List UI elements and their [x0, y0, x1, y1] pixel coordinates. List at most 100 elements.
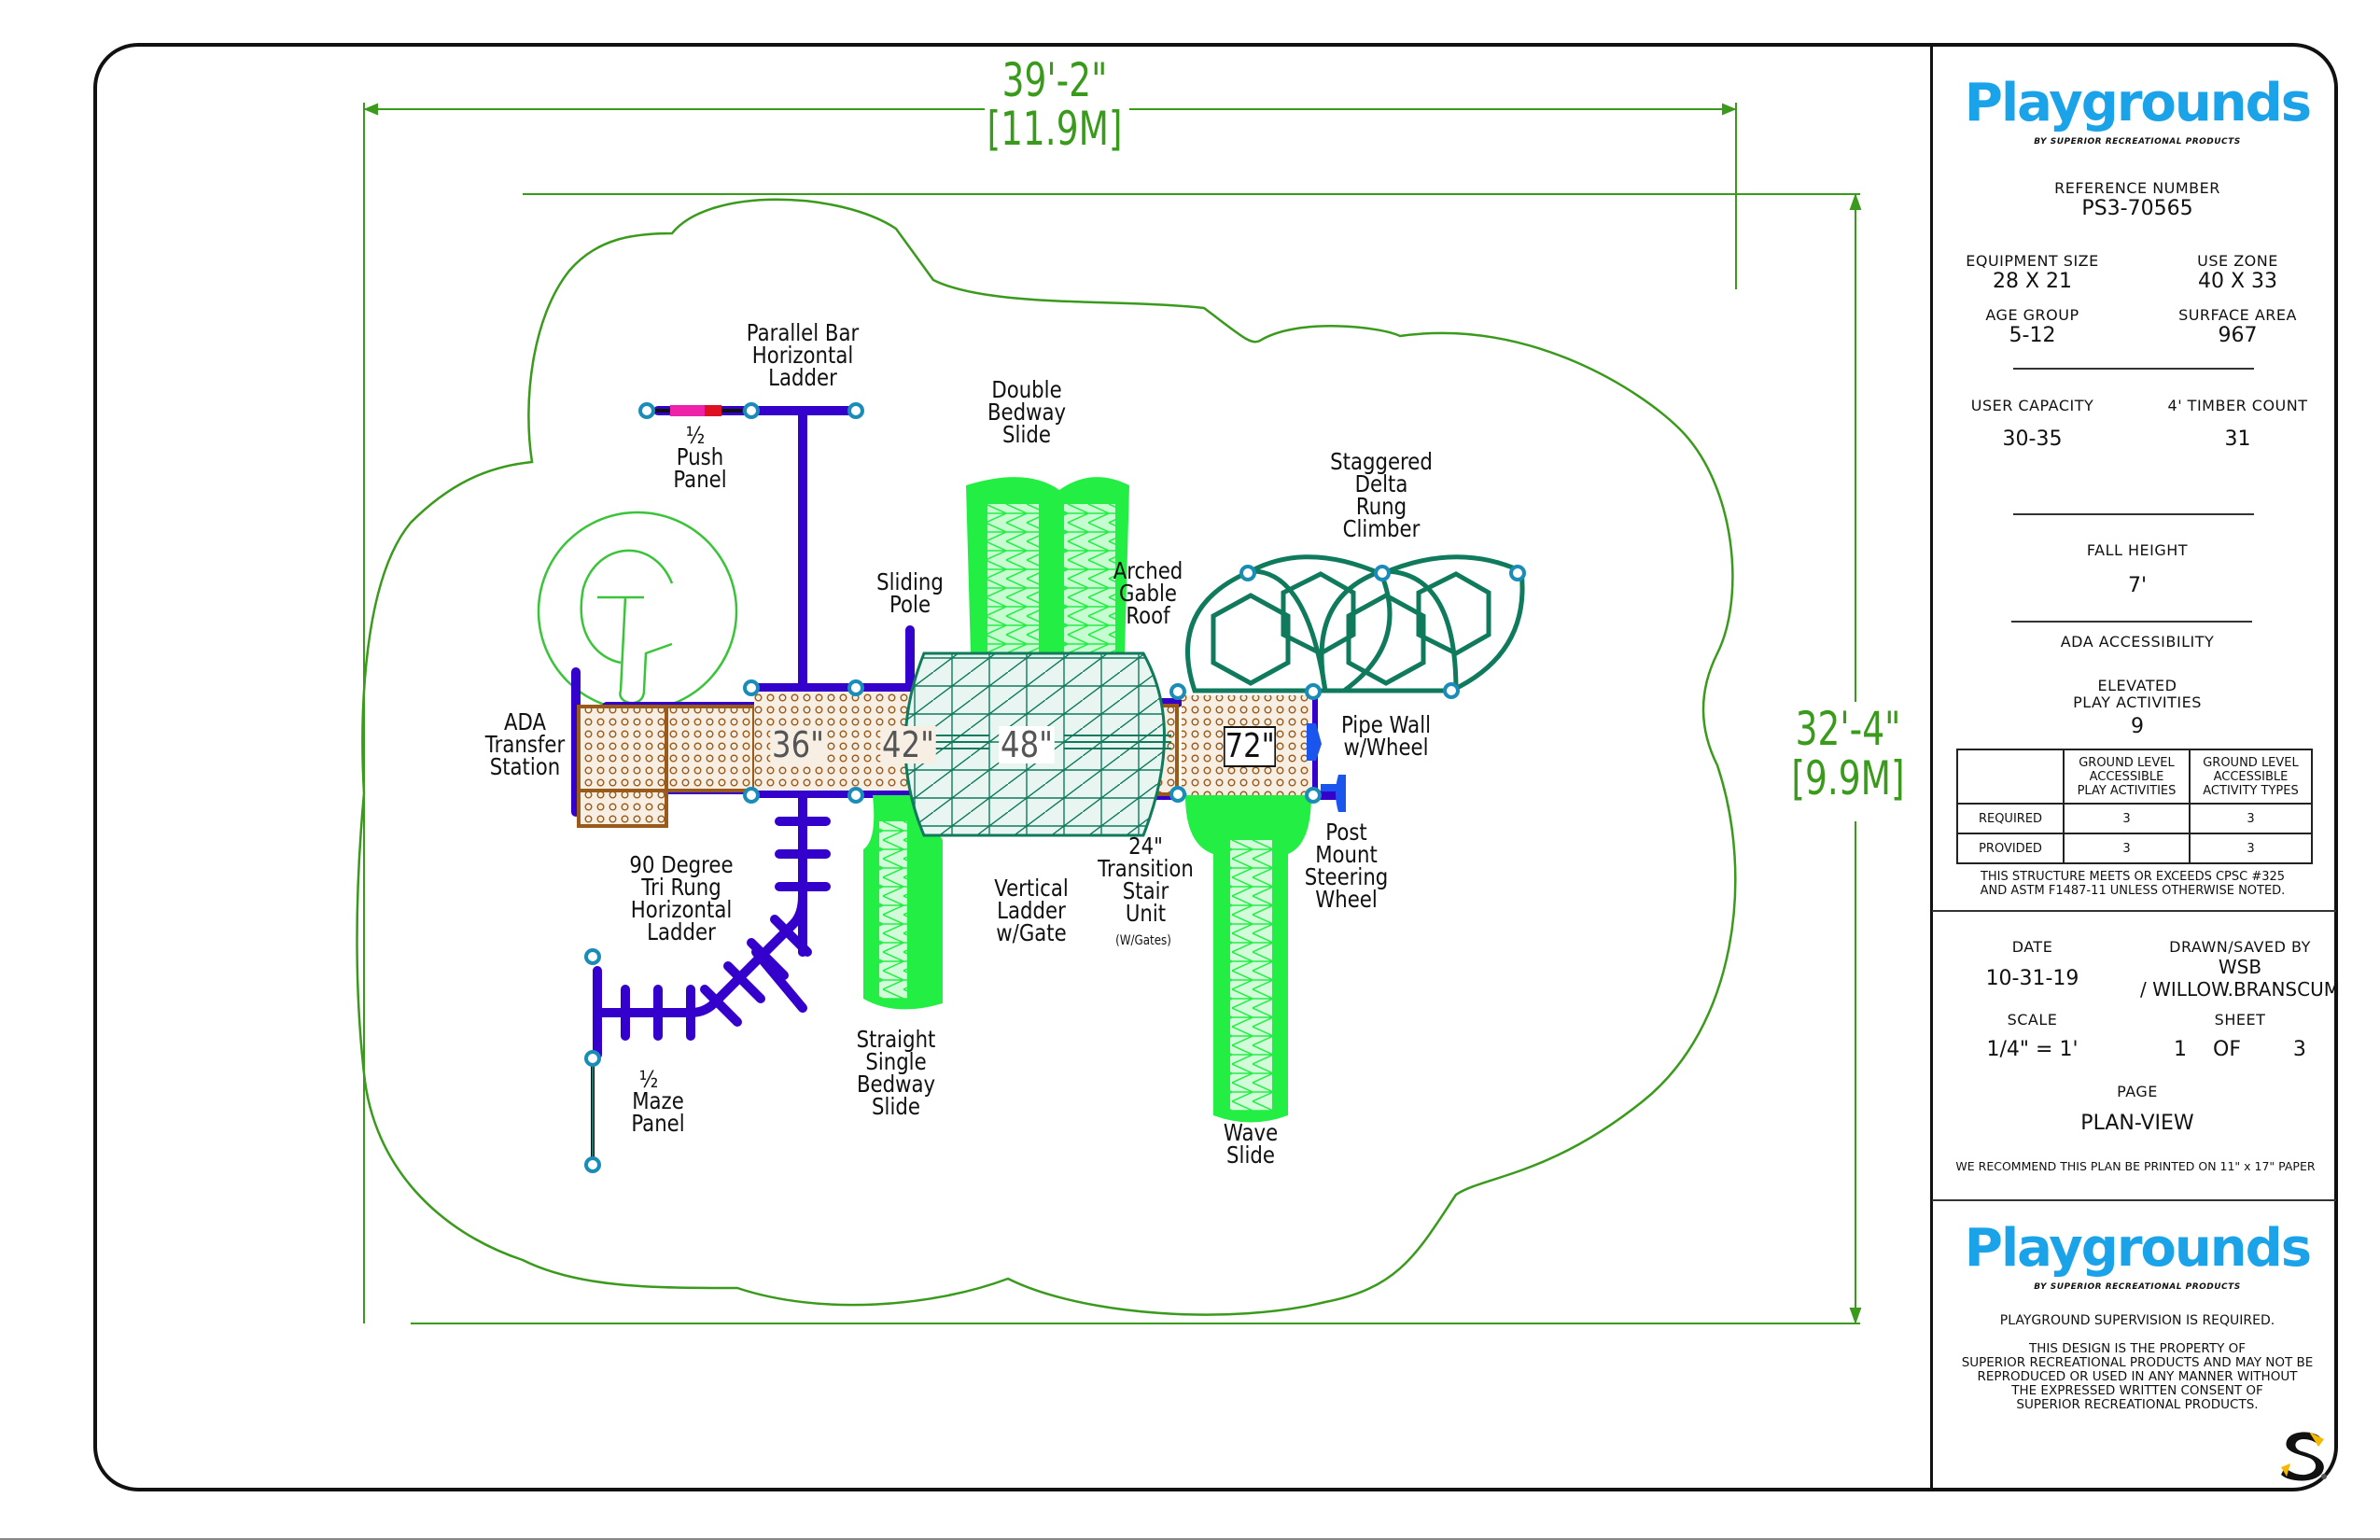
page: PAGE PLAN-VIEW [2016, 1083, 2259, 1135]
divider [2011, 621, 2252, 623]
label-vertical-ladder: Vertical Ladder w/Gate [994, 875, 1069, 946]
scale-label: SCALE [2007, 1011, 2058, 1029]
table-row: REQUIRED 3 3 [1956, 803, 2314, 834]
compliance-note: THIS STRUCTURE MEETS OR EXCEEDS CPSC #32… [1980, 870, 2286, 898]
divider [2013, 513, 2254, 515]
table-header-play-activities: GROUND LEVEL ACCESSIBLE PLAY ACTIVITIES [2063, 749, 2191, 805]
use-zone-boundary [356, 198, 1737, 1316]
staggered-delta-rung-climber [1185, 554, 1525, 693]
reference-label: REFERENCE NUMBER [2054, 179, 2220, 197]
print-note: WE RECOMMEND THIS PLAN BE PRINTED ON 11"… [1955, 1159, 2316, 1173]
label-wave-slide: Wave Slide [1223, 1119, 1279, 1169]
table-row: PROVIDED 3 3 [1956, 833, 2314, 864]
table-cell: 3 [2063, 803, 2191, 834]
label-push-panel: Push Panel [673, 443, 727, 493]
page-value: PLAN-VIEW [2080, 1112, 2194, 1135]
label-sliding-pole: Sliding Pole [876, 568, 944, 618]
divider [1932, 910, 2336, 912]
height-dimension [411, 193, 1862, 1324]
scale-value: 1/4" = 1' [1986, 1038, 2079, 1061]
brand-subtitle-bottom: BY SUPERIOR RECREATIONAL PRODUCTS [2034, 1282, 2241, 1292]
width-dimension-imperial: 39'-2" [1001, 53, 1108, 107]
table-cell: 3 [2188, 833, 2314, 864]
divider [1932, 1199, 2336, 1201]
date-label: DATE [2011, 938, 2053, 956]
table-header-blank [1956, 749, 2065, 805]
title-block-divider [1930, 45, 1933, 1490]
label-double-bedway-slide: Double Bedway Slide [987, 376, 1067, 448]
label-delta-rung-climber: Staggered Delta Rung Climber [1330, 448, 1433, 542]
brand-logo-top: Playgrounds [1964, 73, 2312, 133]
table-cell: PROVIDED [1956, 833, 2065, 864]
timber-count-value: 31 [2224, 427, 2251, 451]
scale: SCALE 1/4" = 1' [1951, 1011, 2114, 1061]
ada-logo-icon [537, 511, 738, 712]
use-zone-label: USE ZONE [2197, 252, 2278, 270]
surface-area-value: 967 [2218, 324, 2258, 347]
push-panel [649, 405, 742, 416]
label-ada-transfer-station: ADA Transfer Station [484, 708, 566, 780]
sheet: SHEET 1 OF 3 [2147, 1011, 2333, 1061]
elevated-label: ELEVATED PLAY ACTIVITIES [2073, 677, 2202, 711]
use-zone: USE ZONE 40 X 33 [2156, 252, 2319, 293]
table-cell: REQUIRED [1956, 803, 2065, 834]
ada-accessibility-label: ADA ACCESSIBILITY [2016, 633, 2259, 651]
age-group: AGE GROUP 5-12 [1951, 306, 2114, 347]
pipe-wall-wheel [1307, 723, 1322, 761]
straight-single-slide [863, 795, 943, 1010]
deck-height-48: 48" [999, 724, 1055, 765]
elevated-value: 9 [2131, 715, 2144, 738]
ada-label: ADA ACCESSIBILITY [2060, 633, 2215, 651]
drawn-label: DRAWN/SAVED BY [2169, 938, 2311, 956]
label-straight-single-slide: Straight Single Bedway Slide [856, 1026, 936, 1120]
label-transition-stair: 24" Transition Stair Unit [1098, 833, 1194, 927]
wave-slide [1185, 795, 1311, 1123]
steering-wheel [1321, 775, 1346, 812]
height-dimension-metric: [9.9M] [1791, 751, 1905, 805]
date: DATE 10-31-19 [1951, 938, 2114, 990]
user-capacity-value: 30-35 [2002, 427, 2063, 451]
timber-count-label: 4' TIMBER COUNT [2167, 397, 2308, 414]
label-pipe-wall-wheel: Pipe Wall w/Wheel [1340, 711, 1432, 761]
label-steering-wheel: Post Mount Steering Wheel [1304, 819, 1389, 913]
ada-accessibility-table: GROUND LEVEL ACCESSIBLE PLAY ACTIVITIES … [1956, 749, 2314, 864]
post-clamps [584, 402, 1526, 1173]
brand-subtitle-top: BY SUPERIOR RECREATIONAL PRODUCTS [2034, 137, 2241, 147]
brand-logo-bottom: Playgrounds [1964, 1218, 2312, 1279]
drawn-by: DRAWN/SAVED BY WSB / WILLOW.BRANSCUM [2128, 938, 2352, 1001]
label-push-panel-fraction: ½ [685, 422, 706, 449]
equipment-size-value: 28 X 21 [1992, 270, 2073, 293]
drawing-frame [93, 43, 2338, 1491]
label-tri-rung-ladder: 90 Degree Tri Rung Horizontal Ladder [629, 851, 734, 945]
property-note: THIS DESIGN IS THE PROPERTY OF SUPERIOR … [1961, 1341, 2314, 1412]
table-cell: 3 [2188, 803, 2314, 834]
superior-s-logo-icon [2281, 1432, 2327, 1481]
table-header-row: GROUND LEVEL ACCESSIBLE PLAY ACTIVITIES … [1956, 749, 2314, 805]
surface-area-label: SURFACE AREA [2178, 306, 2297, 324]
age-group-value: 5-12 [2009, 324, 2056, 347]
fall-height: FALL HEIGHT 7' [2016, 541, 2259, 597]
table-cell: 3 [2063, 833, 2191, 864]
label-transition-note: (W/Gates) [1115, 933, 1171, 948]
date-value: 10-31-19 [1985, 967, 2079, 990]
sheet-bottom-rule [0, 1538, 2380, 1540]
label-maze-panel: Maze Panel [631, 1087, 685, 1137]
label-maze-panel-fraction: ½ [638, 1066, 659, 1093]
surface-area: SURFACE AREA 967 [2156, 306, 2319, 347]
table-header-activity-types: GROUND LEVEL ACCESSIBLE ACTIVITY TYPES [2188, 749, 2314, 805]
timber-count: 4' TIMBER COUNT 31 [2156, 397, 2319, 451]
reference-number: REFERENCE NUMBER PS3-70565 [2016, 179, 2259, 220]
height-dimension-imperial: 32'-4" [1795, 702, 1901, 756]
age-group-label: AGE GROUP [1985, 306, 2079, 324]
equipment-size: EQUIPMENT SIZE 28 X 21 [1951, 252, 2114, 293]
deck-height-72: 72" [1223, 726, 1277, 767]
fall-height-label: FALL HEIGHT [2086, 541, 2189, 559]
label-parallel-bar-ladder: Parallel Bar Horizontal Ladder [746, 319, 860, 391]
reference-value: PS3-70565 [2081, 197, 2193, 220]
user-capacity-label: USER CAPACITY [1970, 397, 2094, 414]
deck-height-36: 36" [770, 724, 826, 765]
drawn-value-initials: WSB [2218, 956, 2262, 978]
sheet-value: 1 OF 3 [2174, 1038, 2306, 1061]
supervision-note: PLAYGROUND SUPERVISION IS REQUIRED. [1999, 1313, 2275, 1328]
